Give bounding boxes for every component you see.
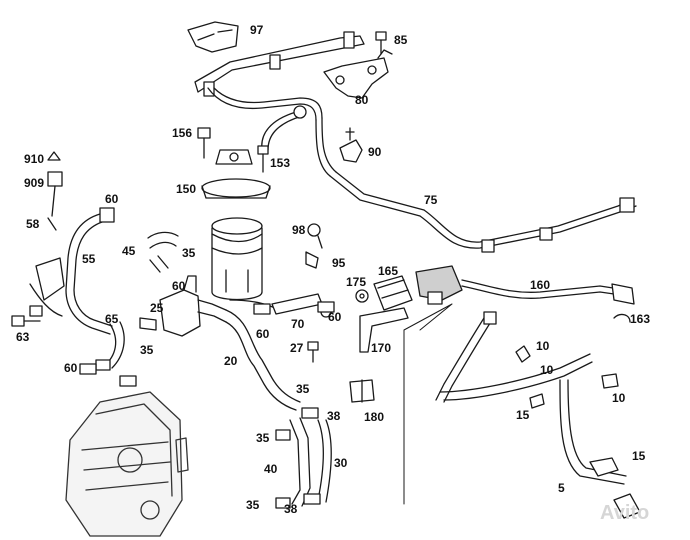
callout-170: 170 [371,341,392,355]
clamp-98 [307,223,323,249]
callout-153: 153 [270,156,291,170]
fuel-filter-150 [201,178,271,301]
callout-38-a: 38 [327,409,341,423]
callout-60-mid: 60 [172,279,186,293]
fitting-175 [355,289,369,303]
bracket-80 [323,49,393,99]
callout-175: 175 [346,275,367,289]
callout-25: 25 [150,301,164,315]
callout-909: 909 [24,176,45,190]
callout-40: 40 [264,462,278,476]
callout-35-a: 35 [182,246,196,260]
callout-35-e: 35 [246,498,260,512]
callout-10-b: 10 [612,391,626,405]
leader-lines [403,303,453,505]
bolt-63 [11,315,41,327]
callout-60-top: 60 [105,192,119,206]
clip-163 [613,313,631,323]
callout-15-a: 15 [516,408,530,422]
clip-180 [349,379,375,403]
hose-55 [29,207,115,335]
callout-150: 150 [176,182,197,196]
housing-165 [373,265,463,311]
hose-65 [95,317,157,371]
callout-60-bottom: 60 [64,361,78,375]
callout-55: 55 [82,252,96,266]
callout-70: 70 [291,317,305,331]
lower-hoses [275,407,332,509]
callout-15-b: 15 [632,449,646,463]
callout-90: 90 [368,145,382,159]
rail-75 [419,197,637,253]
callout-38-b: 38 [284,502,298,516]
callout-160: 160 [530,278,551,292]
lines-5-10-15 [435,311,641,519]
callout-27: 27 [290,341,304,355]
hose-45 [147,231,179,273]
sensor-90 [339,127,363,163]
callout-35-d: 35 [256,431,270,445]
callout-910: 910 [24,152,45,166]
callout-10-a: 10 [536,339,550,353]
callout-85: 85 [394,33,408,47]
callout-75: 75 [424,193,438,207]
fuel-rail-97 [187,21,365,97]
callout-60-right: 60 [328,310,342,324]
callout-60-center: 60 [256,327,270,341]
callout-165: 165 [378,264,399,278]
callout-10-c: 10 [540,363,554,377]
sensor-909 [47,151,63,231]
line-160 [461,279,635,305]
bolt-156 [197,127,211,159]
filter-cap [215,149,253,165]
callout-35-b: 35 [140,343,154,357]
callout-45: 45 [122,244,136,258]
bolt-85 [375,31,387,55]
callout-58: 58 [26,217,40,231]
callout-63: 63 [16,330,30,344]
callout-95: 95 [332,256,346,270]
callout-5: 5 [558,481,565,495]
callout-97: 97 [250,23,264,37]
callout-180: 180 [364,410,385,424]
callout-98: 98 [292,223,306,237]
bolt-153 [257,145,269,173]
clip-95 [305,251,319,269]
callout-163: 163 [630,312,651,326]
callout-30: 30 [334,456,348,470]
callout-80: 80 [355,93,369,107]
tee-connector [159,275,227,337]
callout-35-c: 35 [296,382,310,396]
callout-156: 156 [172,126,193,140]
avito-watermark: Avito [600,502,650,524]
clips-60 [79,301,335,387]
bolt-27 [307,341,319,363]
callout-65: 65 [105,312,119,326]
injection-pump [65,391,189,537]
callout-20: 20 [224,354,238,368]
bracket-170 [359,307,409,353]
